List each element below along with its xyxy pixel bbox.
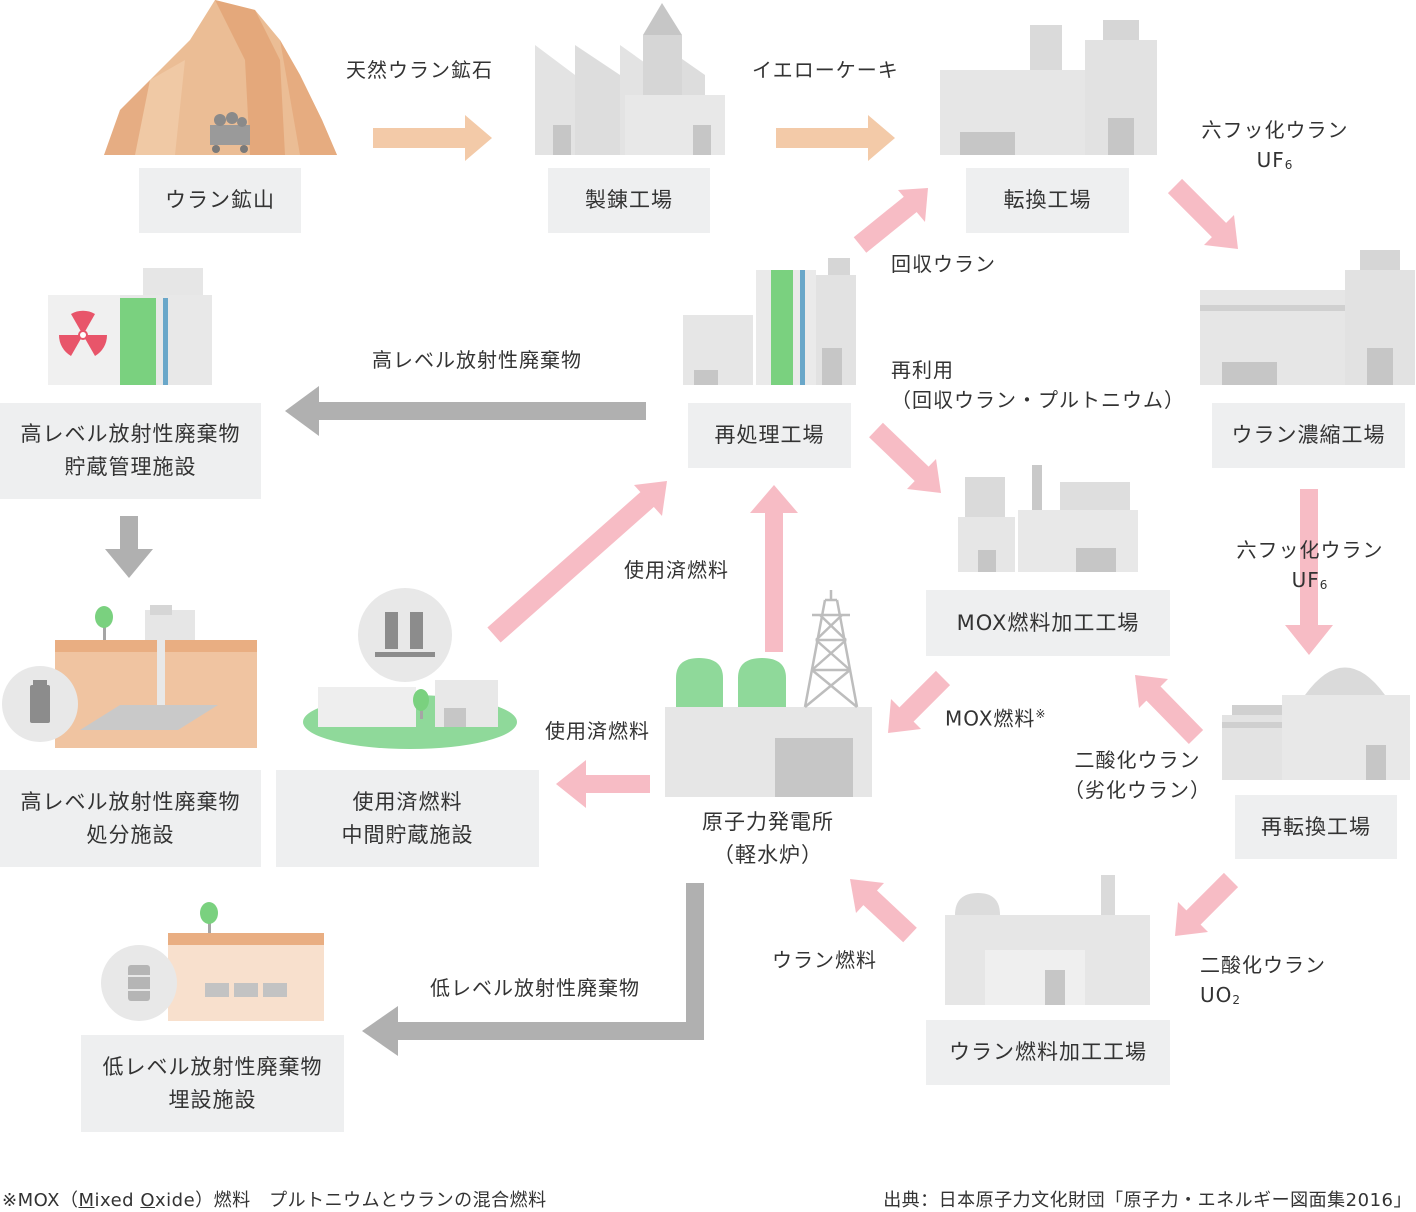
power-plant-illustration bbox=[665, 590, 872, 797]
flow-label-mox-fuel: MOX燃料※ bbox=[945, 706, 1047, 731]
hlw-disposal-illustration bbox=[2, 605, 257, 748]
radiation-icon bbox=[58, 310, 108, 356]
arrow-uo2-to-fuelfab bbox=[1175, 872, 1239, 936]
flow-label-llw: 低レベル放射性廃棄物 bbox=[430, 976, 640, 1000]
mox-plant-illustration bbox=[958, 465, 1138, 572]
uf6-b-name: 六フッ化ウラン bbox=[1236, 538, 1384, 562]
box-conversion: 転換工場 bbox=[966, 168, 1129, 233]
arrow-spent-fuel-left bbox=[556, 760, 650, 808]
label-interim-2: 中間貯蔵施設 bbox=[341, 822, 474, 847]
flow-label-recovered-uranium: 回収ウラン bbox=[891, 252, 996, 276]
flow-label-hlw: 高レベル放射性廃棄物 bbox=[372, 348, 582, 372]
box-refinery: 製錬工場 bbox=[548, 168, 710, 233]
arrow-reuse-to-mox bbox=[869, 422, 941, 493]
label-hlw-storage-1: 高レベル放射性廃棄物 bbox=[20, 422, 241, 446]
label-refinery: 製錬工場 bbox=[585, 188, 673, 212]
label-mox-fabrication: MOX燃料加工工場 bbox=[956, 610, 1140, 635]
arrow-uranium-fuel bbox=[850, 879, 917, 943]
flow-label-depleted: 二酸化ウラン （劣化ウラン） bbox=[1055, 745, 1220, 805]
reprocessing-plant-illustration bbox=[683, 258, 856, 385]
box-uranium-mine: ウラン鉱山 bbox=[139, 168, 301, 233]
arrow-interim-to-reprocessing bbox=[487, 481, 667, 643]
box-enrichment: ウラン濃縮工場 bbox=[1212, 403, 1405, 468]
uf6-a-name: 六フッ化ウラン bbox=[1201, 118, 1349, 142]
flow-label-uf6-a: 六フッ化ウラン UF6 bbox=[1185, 115, 1365, 180]
depleted-name: 二酸化ウラン bbox=[1074, 748, 1201, 772]
box-reprocessing: 再処理工場 bbox=[688, 403, 851, 468]
box-fuel-fabrication: ウラン燃料加工工場 bbox=[926, 1020, 1170, 1085]
label-hlw-storage-2: 貯蔵管理施設 bbox=[64, 455, 197, 479]
footnote-mox: ※MOX（Mixed Oxide）燃料 プルトニウムとウランの混合燃料 bbox=[2, 1190, 547, 1211]
arrow-llw bbox=[362, 883, 704, 1056]
llw-illustration bbox=[101, 902, 324, 1021]
arrow-ore bbox=[373, 115, 492, 161]
arrow-yellowcake bbox=[776, 115, 895, 161]
flow-label-uranium-fuel: ウラン燃料 bbox=[772, 948, 877, 972]
arrow-recovered-uranium bbox=[853, 188, 928, 253]
flow-label-uo2: 二酸化ウラン UO2 bbox=[1200, 950, 1326, 1015]
reuse-note: （回収ウラン・プルトニウム） bbox=[891, 388, 1185, 412]
box-interim-storage: 使用済燃料 中間貯蔵施設 bbox=[276, 770, 539, 867]
box-mox-fabrication: MOX燃料加工工場 bbox=[926, 590, 1170, 656]
uf6-b-formula: UF6 bbox=[1291, 568, 1329, 592]
box-hlw-storage: 高レベル放射性廃棄物 貯蔵管理施設 bbox=[0, 403, 261, 499]
label-llw-2: 埋設施設 bbox=[168, 1087, 257, 1112]
uo2-formula: UO2 bbox=[1200, 983, 1242, 1007]
label-reconversion: 再転換工場 bbox=[1261, 814, 1371, 839]
arrow-uf6-to-enrichment bbox=[1167, 178, 1238, 249]
flow-label-uf6-b: 六フッ化ウラン UF6 bbox=[1220, 535, 1400, 600]
uo2-name: 二酸化ウラン bbox=[1200, 953, 1326, 977]
flow-label-yellowcake: イエローケーキ bbox=[752, 58, 899, 82]
label-power-plant-1: 原子力発電所 bbox=[702, 810, 834, 834]
label-interim-1: 使用済燃料 bbox=[352, 789, 463, 814]
label-uranium-mine: ウラン鉱山 bbox=[165, 188, 275, 212]
reuse-title: 再利用 bbox=[891, 358, 954, 382]
depleted-note: （劣化ウラン） bbox=[1064, 778, 1211, 802]
label-power-plant: 原子力発電所 （軽水炉） bbox=[668, 806, 868, 872]
hlw-storage-illustration bbox=[48, 268, 212, 385]
label-power-plant-2: （軽水炉） bbox=[713, 843, 823, 867]
arrow-depleted-to-mox bbox=[1135, 675, 1204, 744]
flow-label-spent-fuel-up: 使用済燃料 bbox=[624, 558, 729, 582]
flow-label-spent-fuel-left: 使用済燃料 bbox=[545, 719, 650, 743]
arrow-spent-fuel-up bbox=[750, 485, 798, 652]
box-llw-disposal: 低レベル放射性廃棄物 埋設施設 bbox=[81, 1035, 344, 1132]
arrow-hlw bbox=[285, 386, 646, 436]
label-llw-1: 低レベル放射性廃棄物 bbox=[102, 1054, 323, 1079]
interim-storage-illustration bbox=[303, 588, 517, 749]
flow-label-ore: 天然ウラン鉱石 bbox=[346, 58, 493, 82]
label-reprocessing: 再処理工場 bbox=[714, 423, 825, 447]
enrichment-plant-illustration bbox=[1200, 250, 1415, 385]
flow-label-reuse: 再利用 （回収ウラン・プルトニウム） bbox=[891, 355, 1185, 415]
label-hlw-disposal-2: 処分施設 bbox=[86, 822, 175, 847]
refinery-illustration bbox=[535, 3, 725, 155]
source-citation: 出典：日本原子力文化財団「原子力・エネルギー図面集2016」 bbox=[883, 1190, 1412, 1211]
box-hlw-disposal: 高レベル放射性廃棄物 処分施設 bbox=[0, 770, 261, 867]
label-hlw-disposal-1: 高レベル放射性廃棄物 bbox=[20, 789, 241, 814]
label-enrichment: ウラン濃縮工場 bbox=[1231, 423, 1386, 447]
box-reconversion: 再転換工場 bbox=[1235, 795, 1397, 859]
conversion-plant-illustration bbox=[940, 20, 1157, 155]
uf6-a-formula: UF6 bbox=[1256, 148, 1294, 172]
uranium-mine-illustration bbox=[104, 0, 337, 155]
arrow-mox-fuel bbox=[888, 670, 951, 733]
arrow-uf6-to-reconversion bbox=[1285, 489, 1333, 655]
label-fuel-fabrication: ウラン燃料加工工場 bbox=[949, 1040, 1147, 1064]
reconversion-plant-illustration bbox=[1222, 667, 1410, 780]
fuel-fabrication-illustration bbox=[945, 875, 1150, 1005]
arrow-storage-to-disposal bbox=[105, 516, 153, 578]
label-conversion: 転換工場 bbox=[1003, 188, 1092, 212]
